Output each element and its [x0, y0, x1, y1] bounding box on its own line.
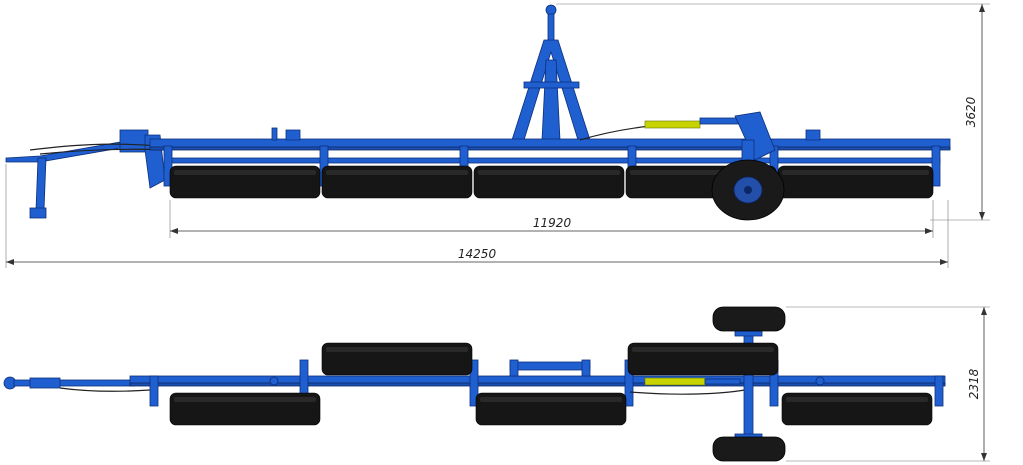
side-rollers: [169, 165, 934, 199]
dim-overall-length-label: 14250: [458, 247, 497, 261]
dim-overall-length: 14250: [5, 164, 949, 268]
lifting-tower: [511, 4, 591, 141]
top-axle-wheels: [712, 306, 786, 462]
dim-roller-length: 11920: [169, 200, 934, 238]
side-drawbar: [5, 129, 171, 219]
dim-width-top-label: 2318: [967, 368, 981, 399]
top-hydraulic-cylinder: [629, 377, 746, 395]
dim-height-side: 3620: [556, 3, 990, 221]
top-rollers: [169, 342, 933, 426]
dim-width-top: 2318: [786, 306, 990, 462]
side-view: 3620 11920 14250: [5, 3, 990, 268]
top-view: 2318: [3, 306, 990, 462]
dim-roller-length-label: 11920: [533, 216, 572, 230]
side-transport-wheel: [711, 139, 785, 221]
top-main-frame: [129, 359, 946, 407]
side-hydraulic-cylinder: [579, 111, 776, 161]
dim-height-side-label: 3620: [964, 96, 978, 127]
top-drawbar: [3, 376, 151, 392]
